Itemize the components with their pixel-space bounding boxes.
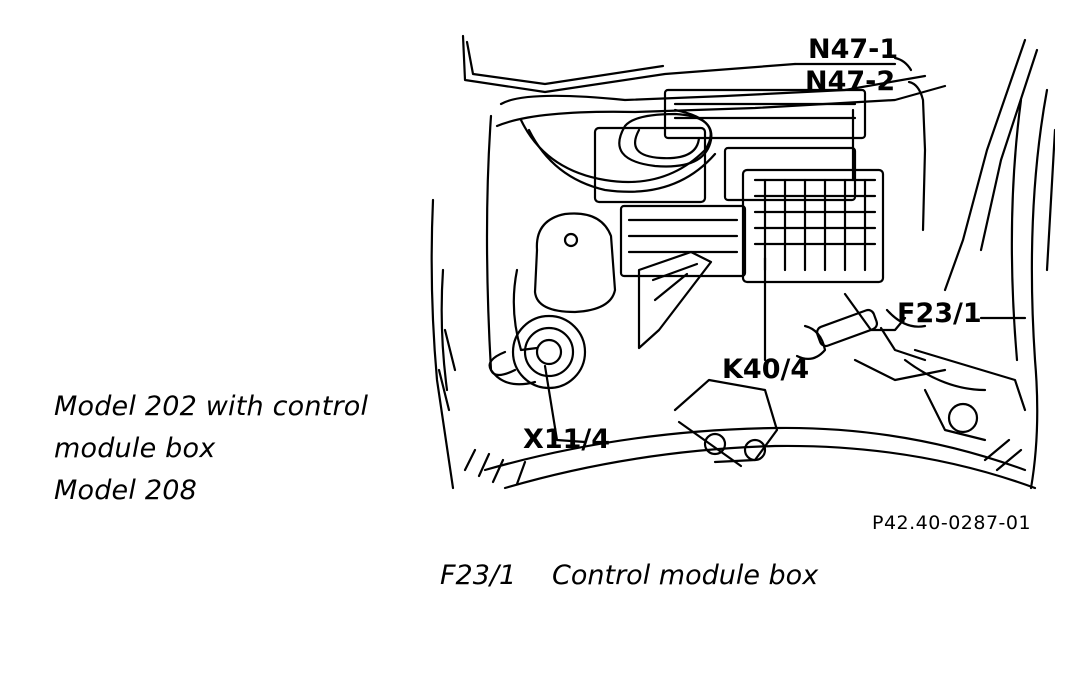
figure-id: P42.40-0287-01 bbox=[872, 512, 1032, 534]
model-description-line-1: Model 202 with control bbox=[54, 391, 369, 422]
legend-code: F23/1 bbox=[440, 560, 517, 591]
model-description: Model 202 with control module box Model … bbox=[54, 386, 368, 512]
engine-compartment-illustration: N47-1 N47-2 F23/1 K40/4 X11/4 bbox=[425, 30, 1055, 492]
callout-n47-1: N47-1 bbox=[808, 34, 898, 65]
callout-f23-1: F23/1 bbox=[897, 298, 982, 329]
callout-k40-4: K40/4 bbox=[722, 354, 809, 385]
model-description-line-2: module box bbox=[54, 433, 216, 464]
legend-text: Control module box bbox=[552, 560, 819, 591]
model-description-line-3: Model 208 bbox=[54, 475, 197, 506]
figure-legend: F23/1 Control module box bbox=[440, 560, 818, 591]
engine-compartment-drawing: N47-1 N47-2 F23/1 K40/4 X11/4 bbox=[430, 34, 1055, 490]
callout-n47-2: N47-2 bbox=[805, 66, 895, 97]
callout-x11-4: X11/4 bbox=[523, 424, 610, 455]
